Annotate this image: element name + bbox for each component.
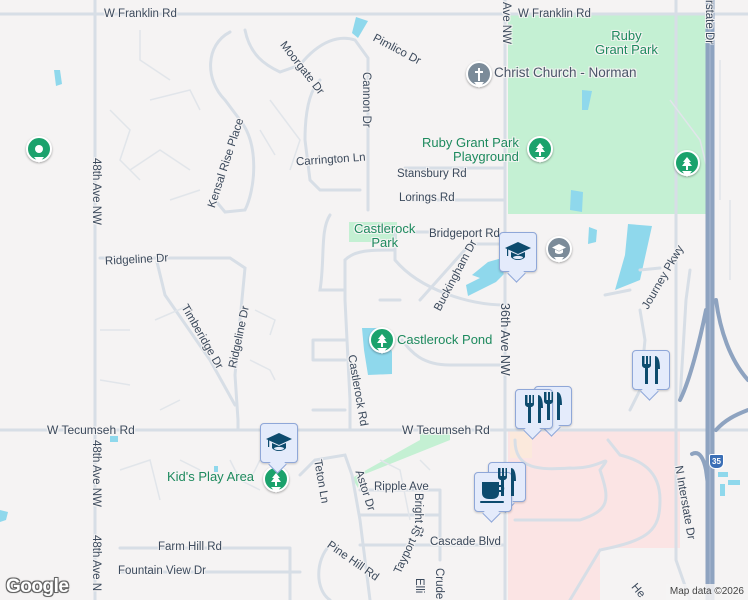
fork-knife-icon (498, 468, 516, 496)
church-pin[interactable] (466, 61, 492, 87)
road-label-48th-ave-nw: 48th Ave N (90, 535, 102, 592)
graduation-cap-icon (546, 236, 572, 262)
place-label-castlerock-pond[interactable]: Castlerock Pond (397, 332, 493, 347)
tree-icon (369, 327, 395, 353)
road-label-w-tecumseh-rd: W Tecumseh Rd (402, 423, 490, 437)
school-marker[interactable] (499, 232, 537, 272)
road-label-w-franklin-rd: W Franklin Rd (518, 8, 591, 20)
park-pin[interactable] (26, 136, 52, 162)
map-attribution[interactable]: Map data ©2026 (665, 584, 748, 600)
place-label-ruby-grant-park[interactable]: Ruby Grant Park (595, 28, 658, 57)
park-pin-castlerock-pond[interactable] (369, 327, 395, 353)
tree-icon (527, 136, 553, 162)
graduation-cap-icon (266, 433, 292, 451)
road-label-36th-ave-nw: 36th Ave NW (498, 303, 512, 376)
interstate-35-shield-icon: 35 (709, 454, 724, 469)
fork-knife-icon (525, 395, 543, 423)
google-logo[interactable]: Google (6, 576, 69, 597)
school-pin[interactable] (546, 236, 572, 262)
road-label-farm-hill-rd: Farm Hill Rd (158, 541, 222, 553)
road-label-lorings-rd: Lorings Rd (399, 192, 455, 204)
road-label-36th-ave-nw: Ave NW (500, 2, 512, 44)
place-label-christ-church[interactable]: Christ Church - Norman (494, 65, 637, 80)
tree-icon (674, 150, 700, 176)
road-label-fountain-view-dr: Fountain View Dr (118, 565, 206, 577)
park-pin-playground[interactable] (527, 136, 553, 162)
restaurant-marker[interactable] (632, 350, 670, 390)
pin-dot-icon (26, 136, 52, 162)
road-label-cannon-dr: Cannon Dr (360, 72, 372, 128)
road-label-ripple-ave: Ripple Ave (374, 481, 429, 493)
road-label-interstate-dr: rstate Dr (703, 0, 715, 45)
road-label-cascade-blvd: Cascade Blvd (430, 536, 501, 548)
road-label-48th-ave-nw: 48th Ave NW (90, 440, 102, 507)
place-label-kids-play-area[interactable]: Kid's Play Area (167, 469, 255, 484)
road-label-bridgeport-rd: Bridgeport Rd (429, 228, 500, 240)
road-label-w-franklin-rd: W Franklin Rd (104, 8, 177, 20)
place-label-castlerock-park[interactable]: Castlerock Park (354, 221, 416, 250)
cross-icon (466, 61, 492, 87)
road-label-48th-ave-nw: 48th Ave NW (90, 158, 102, 225)
road-label-stansbury-rd: Stansbury Rd (397, 168, 467, 180)
park-pin-ruby-grant-park[interactable] (674, 150, 700, 176)
road-label-elli: Elli (413, 578, 425, 594)
school-marker[interactable] (260, 423, 298, 463)
coffee-cup-icon (480, 482, 505, 503)
graduation-cap-icon (505, 242, 531, 260)
place-label-ruby-grant-park-playground[interactable]: Ruby Grant Park Playground (422, 135, 519, 164)
road-label-w-tecumseh-rd: W Tecumseh Rd (47, 423, 135, 437)
restaurant-marker[interactable] (515, 389, 553, 429)
road-label-cruden: Cruden (433, 568, 445, 600)
fork-knife-icon (544, 392, 562, 420)
fork-knife-icon (642, 356, 660, 384)
